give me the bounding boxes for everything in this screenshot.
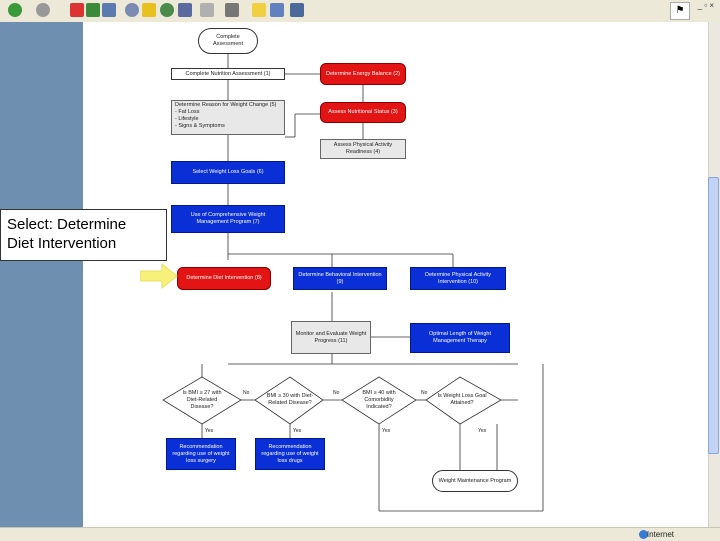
media-icon[interactable] bbox=[160, 3, 174, 17]
decision3-diamond bbox=[341, 376, 417, 425]
browser-toolbar: ⚑ _ ▫ × bbox=[0, 0, 720, 23]
internet-zone-icon bbox=[639, 530, 648, 539]
decision4-diamond bbox=[425, 376, 502, 425]
windows-logo-icon: ⚑ bbox=[670, 2, 690, 20]
back-icon[interactable] bbox=[8, 3, 22, 17]
reason-item: - Lifestyle bbox=[175, 116, 199, 122]
decision2-label: BMI ≥ 30 with Diet-Related Disease? bbox=[266, 393, 314, 406]
flowchart-page: Complete Assessment Complete Nutrition A… bbox=[83, 22, 709, 527]
label-yes: Yes bbox=[478, 428, 487, 434]
home-icon[interactable] bbox=[102, 3, 116, 17]
determine-energy-node: Determine Energy Balance (2) bbox=[320, 63, 406, 85]
maintenance-node: Weight Maintenance Program bbox=[432, 470, 518, 492]
window-controls[interactable]: _ ▫ × bbox=[697, 1, 714, 10]
label-no: No bbox=[333, 390, 340, 396]
label-yes: Yes bbox=[382, 428, 391, 434]
messenger-icon[interactable] bbox=[290, 3, 304, 17]
scrollbar-thumb[interactable] bbox=[708, 177, 719, 454]
reason-item: - Fat Loss bbox=[175, 109, 200, 115]
mail-icon[interactable] bbox=[200, 3, 214, 17]
optimal-length-node: Optimal Length of Weight Management Ther… bbox=[410, 323, 510, 353]
select-goals-node: Select Weight Loss Goals (6) bbox=[171, 161, 285, 184]
favorites-icon[interactable] bbox=[142, 3, 156, 17]
assess-physical-node: Assess Physical Activity Readiness (4) bbox=[320, 139, 406, 159]
status-zone-text: Internet bbox=[646, 530, 674, 539]
pointer-arrow-icon bbox=[140, 262, 178, 290]
edit-icon[interactable] bbox=[252, 3, 266, 17]
vertical-scrollbar[interactable] bbox=[708, 22, 720, 527]
determine-diet-node: Determine Diet Intervention (8) bbox=[177, 267, 271, 290]
slide-left-band bbox=[0, 22, 83, 527]
callout-line1: Select: Determine bbox=[7, 216, 127, 233]
complete-nutrition-node: Complete Nutrition Assessment (1) bbox=[171, 68, 285, 80]
reason-item: - Signs & Symptoms bbox=[175, 123, 225, 129]
label-no: No bbox=[421, 390, 428, 396]
refresh-icon[interactable] bbox=[86, 3, 100, 17]
assess-nutritional-node: Assess Nutritional Status (3) bbox=[320, 102, 406, 123]
determine-behavioral-node: Determine Behavioral Intervention (9) bbox=[293, 267, 387, 290]
decision1-diamond bbox=[162, 376, 242, 425]
determine-reasons-node: Determine Reason for Weight Change (5) -… bbox=[171, 100, 285, 135]
print-icon[interactable] bbox=[225, 3, 239, 17]
discuss-icon[interactable] bbox=[270, 3, 284, 17]
label-no: No bbox=[243, 390, 250, 396]
label-yes: Yes bbox=[293, 428, 302, 434]
stop-icon[interactable] bbox=[70, 3, 84, 17]
search-icon[interactable] bbox=[125, 3, 139, 17]
decision4-label: Is Weight Loss Goal Attained? bbox=[437, 393, 487, 406]
label-yes: Yes bbox=[205, 428, 214, 434]
forward-icon[interactable] bbox=[36, 3, 50, 17]
decision3-label: BMI ≥ 40 with Comorbidity Indicated? bbox=[362, 390, 396, 410]
monitor-node: Monitor and Evaluate Weight Progress (11… bbox=[291, 321, 371, 354]
recommend-surgery-node: Recommendation regarding use of weight l… bbox=[166, 438, 236, 470]
decision2-diamond bbox=[254, 376, 324, 425]
status-bar: Internet bbox=[0, 527, 720, 541]
instruction-callout: Select: Determine Diet Intervention bbox=[0, 209, 167, 261]
flowchart-connectors bbox=[162, 54, 544, 512]
start-node: Complete Assessment bbox=[198, 28, 258, 54]
determine-physical-node: Determine Physical Activity Intervention… bbox=[410, 267, 506, 290]
history-icon[interactable] bbox=[178, 3, 192, 17]
callout-line2: Diet Intervention bbox=[7, 235, 117, 252]
recommend-drugs-node: Recommendation regarding use of weight l… bbox=[255, 438, 325, 470]
decision1-label: Is BMI ≥ 27 with Diet-Related Disease? bbox=[182, 390, 222, 410]
determine-reasons-title: Determine Reason for Weight Change (5) bbox=[175, 102, 277, 108]
use-comprehensive-node: Use of Comprehensive Weight Management P… bbox=[171, 205, 285, 233]
